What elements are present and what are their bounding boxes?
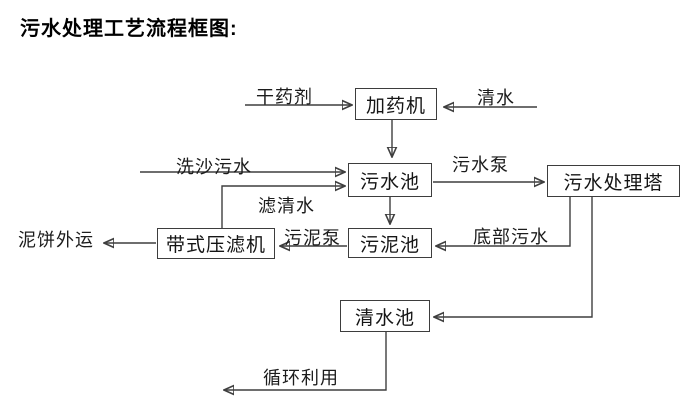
edge-filtered-water-arrow [221, 186, 344, 228]
flow-label-bottom-sewage: 底部污水 [473, 227, 549, 247]
edge-bottom-sewage-arrow [437, 197, 571, 246]
flow-label-mud-cake-outbound: 泥饼外运 [18, 230, 94, 250]
edge-tower-to-clean-pool-arrow [435, 197, 593, 317]
flow-label-recycling: 循环利用 [263, 368, 339, 388]
flow-label-sewage-pump: 污水泵 [452, 155, 509, 175]
node-sewage-treatment-tower: 污水处理塔 [547, 165, 680, 197]
node-sludge-pool: 污泥池 [348, 228, 432, 258]
node-sewage-pool: 污水池 [348, 163, 432, 197]
diagram-title: 污水处理工艺流程框图: [20, 18, 238, 40]
edge-recycling-arrow [225, 332, 387, 390]
flow-label-sand-washing-sewage: 洗沙污水 [176, 157, 252, 177]
flow-label-sludge-pump: 污泥泵 [284, 228, 341, 248]
flow-label-clean-water: 清水 [477, 88, 515, 108]
node-clean-water-pool: 清水池 [340, 300, 430, 332]
flow-label-filtered-water: 滤清水 [258, 196, 315, 216]
flow-label-dry-chemical: 干药剂 [256, 87, 313, 107]
node-belt-filter-press: 带式压滤机 [157, 228, 275, 259]
node-dosing-machine: 加药机 [355, 88, 437, 120]
